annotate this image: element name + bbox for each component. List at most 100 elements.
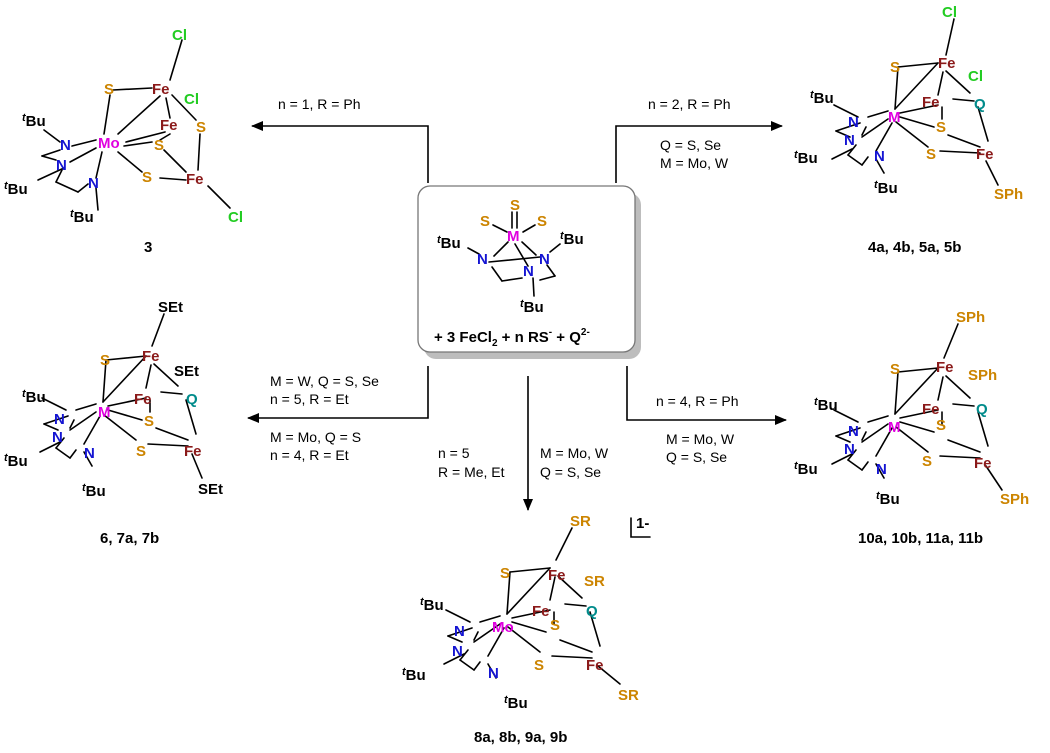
compound-label-8: 8a, 8b, 9a, 9b bbox=[474, 729, 567, 746]
svg-text:M: M bbox=[888, 109, 901, 126]
svg-text:tBu: tBu bbox=[437, 234, 461, 252]
svg-text:S: S bbox=[890, 361, 900, 378]
central-s-right: S bbox=[537, 213, 547, 230]
svg-text:tBu: tBu bbox=[520, 298, 544, 316]
compound-label-3: 3 bbox=[144, 239, 152, 256]
svg-text:N: N bbox=[54, 411, 65, 428]
central-n-right: N bbox=[539, 251, 550, 268]
cond-8-line2: R = Me, Et bbox=[438, 464, 505, 480]
svg-text:M: M bbox=[98, 404, 111, 421]
svg-text:SR: SR bbox=[584, 573, 605, 590]
svg-text:N: N bbox=[88, 175, 99, 192]
svg-text:SR: SR bbox=[570, 513, 591, 530]
svg-text:Fe: Fe bbox=[922, 94, 940, 111]
svg-text:Fe: Fe bbox=[936, 359, 954, 376]
cond-6-line2: n = 5, R = Et bbox=[270, 391, 349, 407]
cond-4-line1: n = 2, R = Ph bbox=[648, 96, 731, 112]
arrow-to-3 bbox=[251, 121, 429, 183]
svg-text:Fe: Fe bbox=[134, 391, 152, 408]
compound-8-structure: SR S Fe SR Fe Q Mo S N N N S Fe SR tBu t… bbox=[402, 513, 639, 712]
svg-text:S: S bbox=[196, 119, 206, 136]
svg-text:N: N bbox=[874, 148, 885, 165]
compound-label-4: 4a, 4b, 5a, 5b bbox=[868, 239, 961, 256]
cond-6-line4: n = 4, R = Et bbox=[270, 447, 349, 463]
svg-text:tBu: tBu bbox=[560, 230, 584, 248]
svg-text:N: N bbox=[52, 429, 63, 446]
compound-label-10: 10a, 10b, 11a, 11b bbox=[858, 530, 983, 547]
svg-text:S: S bbox=[142, 169, 152, 186]
svg-text:M: M bbox=[888, 419, 901, 436]
svg-text:tBu: tBu bbox=[814, 396, 838, 414]
central-s-left: S bbox=[480, 213, 490, 230]
svg-text:S: S bbox=[104, 81, 114, 98]
arrow-to-6 bbox=[247, 366, 429, 423]
svg-text:N: N bbox=[452, 643, 463, 660]
compound-4-structure: Cl S Fe Cl Fe Q M S N N N S Fe SPh tBu t… bbox=[794, 4, 1023, 203]
charge-label: 1- bbox=[636, 515, 649, 532]
svg-text:S: S bbox=[936, 119, 946, 136]
svg-text:SEt: SEt bbox=[198, 481, 223, 498]
central-n-left: N bbox=[477, 251, 488, 268]
svg-text:Cl: Cl bbox=[968, 68, 983, 85]
svg-text:tBu: tBu bbox=[402, 666, 426, 684]
svg-text:N: N bbox=[84, 445, 95, 462]
svg-text:Fe: Fe bbox=[922, 401, 940, 418]
svg-text:tBu: tBu bbox=[504, 694, 528, 712]
svg-text:S: S bbox=[144, 413, 154, 430]
svg-text:tBu: tBu bbox=[810, 89, 834, 107]
svg-text:N: N bbox=[844, 441, 855, 458]
cond-3: n = 1, R = Ph bbox=[278, 96, 361, 112]
svg-text:S: S bbox=[154, 137, 164, 154]
svg-text:tBu: tBu bbox=[82, 482, 106, 500]
svg-text:Cl: Cl bbox=[172, 27, 187, 44]
svg-text:N: N bbox=[454, 623, 465, 640]
svg-text:N: N bbox=[848, 423, 859, 440]
svg-text:Cl: Cl bbox=[942, 4, 957, 21]
svg-text:tBu: tBu bbox=[22, 112, 46, 130]
svg-text:tBu: tBu bbox=[4, 180, 28, 198]
svg-text:tBu: tBu bbox=[70, 208, 94, 226]
svg-text:SPh: SPh bbox=[968, 367, 997, 384]
compound-6-structure: SEt S Fe SEt Fe Q M S N N N S Fe SEt tBu… bbox=[4, 299, 223, 500]
svg-text:SPh: SPh bbox=[994, 186, 1023, 203]
svg-text:tBu: tBu bbox=[794, 149, 818, 167]
starting-material-box bbox=[417, 185, 636, 353]
svg-text:Fe: Fe bbox=[976, 146, 994, 163]
svg-text:SPh: SPh bbox=[956, 309, 985, 326]
svg-text:SEt: SEt bbox=[158, 299, 183, 316]
arrow-to-10 bbox=[626, 366, 787, 425]
svg-text:N: N bbox=[488, 665, 499, 682]
cond-10-line2: M = Mo, W bbox=[666, 431, 735, 447]
cond-4-line2: Q = S, Se bbox=[660, 137, 721, 153]
svg-text:SEt: SEt bbox=[174, 363, 199, 380]
svg-text:Mo: Mo bbox=[98, 135, 120, 152]
svg-text:Q: Q bbox=[974, 96, 986, 113]
svg-text:tBu: tBu bbox=[874, 179, 898, 197]
cond-8-line1: n = 5 bbox=[438, 445, 470, 461]
svg-text:S: S bbox=[550, 617, 560, 634]
cond-4-line3: M = Mo, W bbox=[660, 155, 729, 171]
svg-text:S: S bbox=[890, 59, 900, 76]
svg-text:Cl: Cl bbox=[228, 209, 243, 226]
reagents-line: + 3 FeCl2 + n RS- + Q2- bbox=[434, 327, 590, 349]
svg-text:tBu: tBu bbox=[420, 596, 444, 614]
svg-text:Fe: Fe bbox=[160, 117, 178, 134]
svg-text:N: N bbox=[56, 157, 67, 174]
compound-label-6: 6, 7a, 7b bbox=[100, 530, 159, 547]
charge-bracket bbox=[630, 517, 651, 538]
arrow-to-4 bbox=[615, 121, 783, 183]
svg-text:S: S bbox=[926, 146, 936, 163]
cond-6-line1: M = W, Q = S, Se bbox=[270, 373, 379, 389]
svg-text:Fe: Fe bbox=[548, 567, 566, 584]
svg-text:Fe: Fe bbox=[142, 348, 160, 365]
svg-text:Q: Q bbox=[186, 391, 198, 408]
cond-10-line1: n = 4, R = Ph bbox=[656, 393, 739, 409]
cond-8-line3: M = Mo, W bbox=[540, 445, 609, 461]
svg-text:S: S bbox=[534, 657, 544, 674]
svg-text:Q: Q bbox=[586, 603, 598, 620]
svg-text:SR: SR bbox=[618, 687, 639, 704]
svg-text:Cl: Cl bbox=[184, 91, 199, 108]
svg-text:Fe: Fe bbox=[586, 657, 604, 674]
svg-text:Fe: Fe bbox=[532, 603, 550, 620]
